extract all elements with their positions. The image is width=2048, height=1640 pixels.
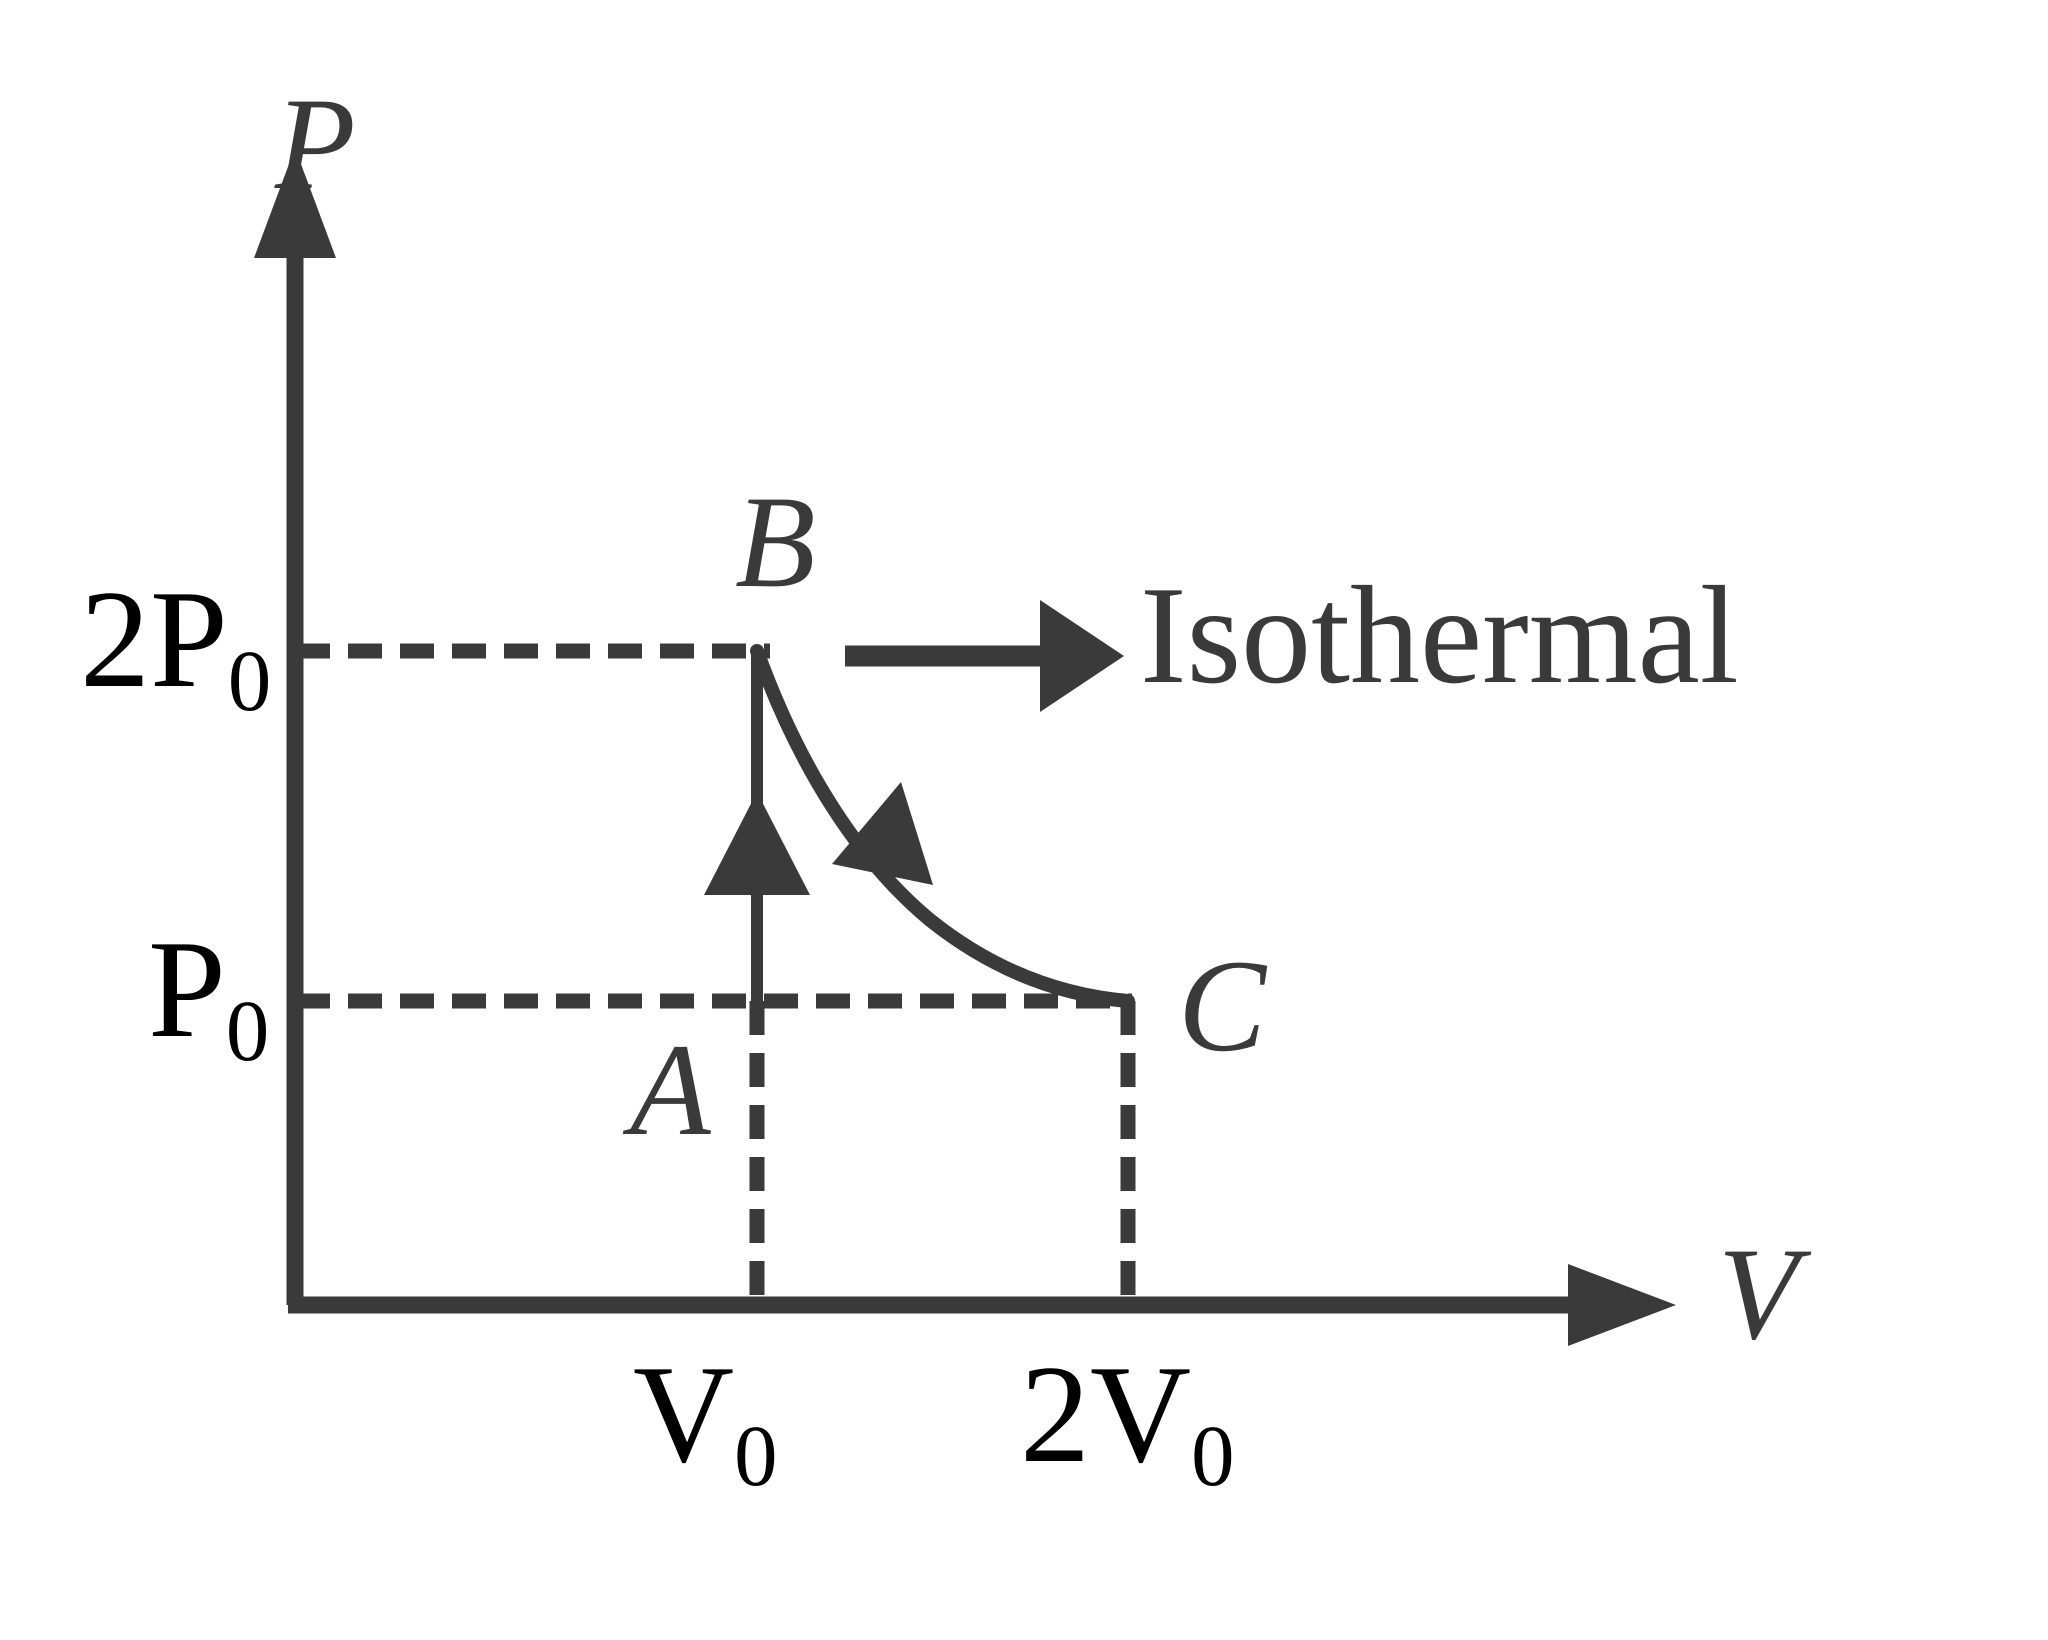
pressure-axis-arrowhead [254,148,336,258]
process-bc-isothermal-curve [750,644,1135,1008]
y-tick-label-2p0: 2P0 [80,570,271,725]
x-tick-v0-main: V [633,1337,735,1492]
isothermal-pointer-arrowhead [1040,600,1124,712]
point-label-a: A [630,1016,711,1163]
isothermal-pointer [845,600,1124,712]
isothermal-annotation-label: Isothermal [1140,558,1739,713]
pressure-axis-label: P [275,70,356,217]
y-tick-2p0-subscript: 0 [227,633,272,730]
process-bc-arrowhead [832,782,933,885]
y-tick-p0-main: P [148,912,226,1067]
guide-lines-group [296,643,1136,1298]
x-tick-label-v0: V0 [633,1345,778,1500]
axes-group [254,148,1676,1346]
point-label-c: C [1178,932,1267,1079]
volume-axis-arrowhead [1568,1264,1676,1346]
y-tick-p0-subscript: 0 [225,983,270,1080]
process-b-to-c [750,644,1135,1008]
y-tick-label-p0: P0 [148,920,269,1075]
volume-axis-label: V [1718,1220,1799,1367]
x-tick-2v0-subscript: 0 [1191,1408,1235,1505]
process-a-to-b [704,655,810,1001]
x-tick-v0-subscript: 0 [734,1408,778,1505]
x-tick-2v0-main: 2V [1020,1337,1192,1492]
process-ab-arrowhead [704,792,810,895]
y-tick-2p0-main: 2P [80,562,228,717]
x-tick-label-2v0: 2V0 [1020,1345,1235,1500]
point-label-b: B [735,468,816,615]
